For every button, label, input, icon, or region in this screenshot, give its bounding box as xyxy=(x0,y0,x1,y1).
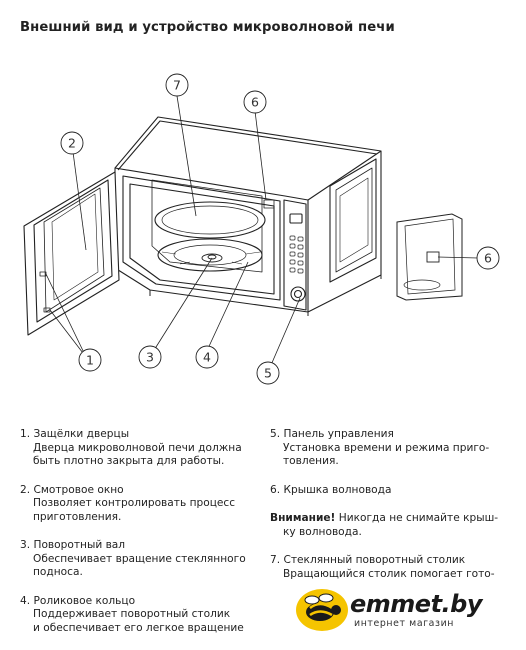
svg-text:3: 3 xyxy=(146,350,154,365)
emmet-logo[interactable]: emmet.by интернет магазин xyxy=(290,586,520,634)
callout-6-inset: 6 xyxy=(476,246,500,270)
callout-5: 5 xyxy=(256,361,280,385)
list-item: 2. Смотровое окно Позволяет контролирова… xyxy=(20,483,236,523)
logo-brand: emmet.by xyxy=(350,590,482,618)
svg-text:7: 7 xyxy=(173,78,181,93)
list-item: 4. Роликовое кольцо Поддерживает поворот… xyxy=(20,594,244,634)
list-item: 1. Защёлки дверцы Дверца микроволновой п… xyxy=(20,428,242,467)
callouts: 1 2 3 4 5 6 7 6 xyxy=(60,73,500,385)
callout-6: 6 xyxy=(243,90,267,114)
callout-4: 4 xyxy=(195,345,219,369)
microwave-body xyxy=(23,116,382,336)
parts-list-right: 5. Панель управления Установка времени и… xyxy=(270,428,510,596)
callout-1: 1 xyxy=(78,348,102,372)
list-item: 6. Крышка волновода xyxy=(270,483,392,496)
warning-note: Внимание! Никогда не снимайте крыш- ку в… xyxy=(270,512,499,538)
callout-2: 2 xyxy=(60,131,84,155)
logo-tagline: интернет магазин xyxy=(354,618,455,629)
callout-7: 7 xyxy=(165,73,189,97)
list-item: 5. Панель управления Установка времени и… xyxy=(270,428,490,467)
leader-lines xyxy=(45,95,479,373)
callout-3: 3 xyxy=(138,345,162,369)
svg-text:2: 2 xyxy=(68,136,76,151)
parts-list-left: 1. Защёлки дверцы Дверца микроволновой п… xyxy=(20,428,255,650)
svg-text:6: 6 xyxy=(251,95,259,110)
waveguide-inset xyxy=(396,213,463,301)
svg-text:4: 4 xyxy=(203,350,211,365)
microwave-diagram: 1 2 3 4 5 6 7 6 xyxy=(23,73,500,385)
list-item: 3. Поворотный вал Обеспечивает вращение … xyxy=(20,539,246,578)
bee-icon xyxy=(296,589,348,631)
list-item: 7. Стеклянный поворотный столик Вращающи… xyxy=(270,554,495,580)
page-title: Внешний вид и устройство микроволновой п… xyxy=(20,20,395,35)
warning-label: Внимание! xyxy=(270,512,336,524)
svg-text:6: 6 xyxy=(484,251,492,266)
svg-text:1: 1 xyxy=(86,353,94,368)
svg-text:5: 5 xyxy=(264,366,272,381)
